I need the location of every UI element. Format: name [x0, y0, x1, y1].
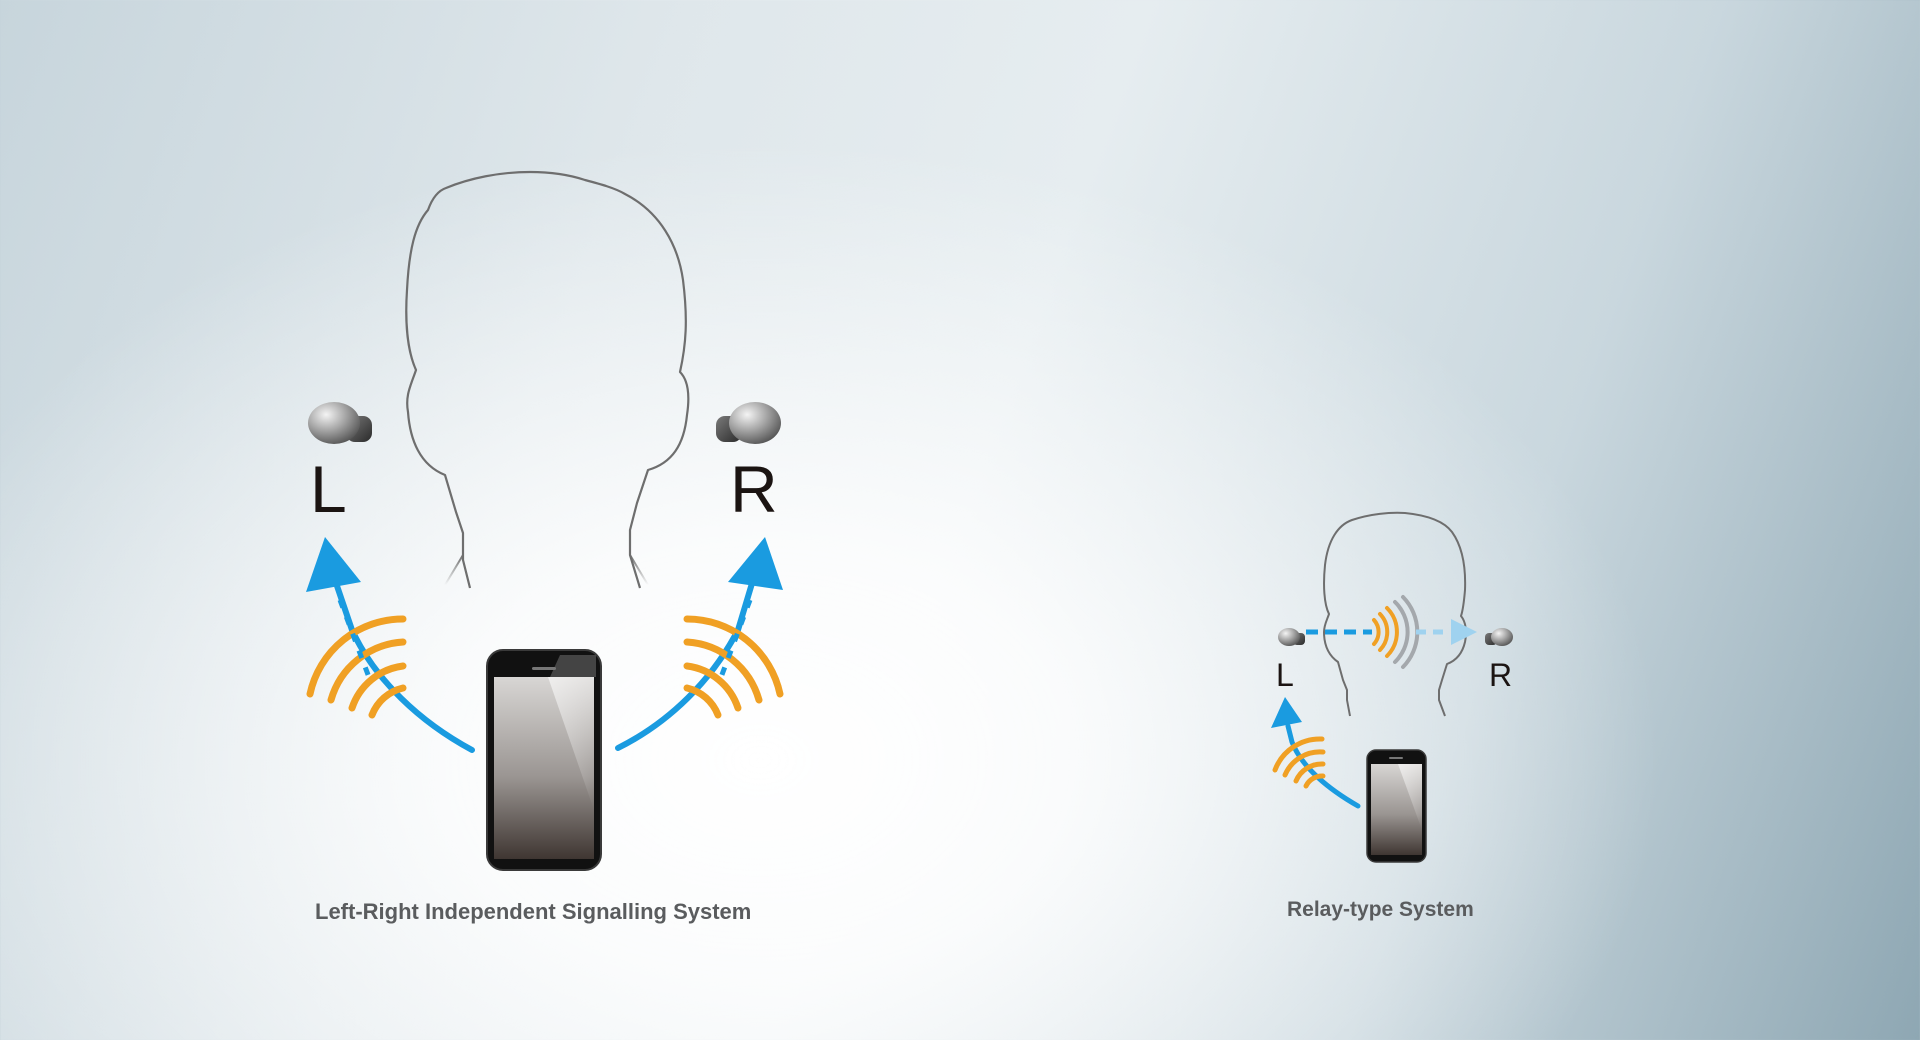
- relay-diagram: [1271, 511, 1513, 863]
- relay-right-channel-label: R: [1489, 657, 1513, 693]
- head-outline-icon: [405, 170, 690, 589]
- neck-right-icon: [629, 554, 649, 586]
- relay-left-channel-label: L: [1276, 657, 1294, 693]
- relay-wave-icon: [1372, 595, 1420, 669]
- head-outline-icon: [1323, 511, 1467, 717]
- independent-system-caption: Left-Right Independent Signalling System: [315, 899, 752, 924]
- wireless-wave-left-icon: [306, 615, 407, 719]
- smartphone-icon: [1366, 749, 1427, 863]
- arrow-dash-right: [717, 599, 753, 681]
- earbud-left-icon: [308, 402, 372, 444]
- wireless-wave-right-icon: [683, 615, 784, 719]
- arrow-to-left-icon: [1271, 697, 1361, 809]
- right-channel-label: R: [730, 452, 778, 526]
- neck-left-icon: [444, 554, 464, 586]
- wireless-wave-icon: [1272, 736, 1326, 789]
- earbud-left-icon: [1278, 628, 1305, 646]
- independent-diagram: [306, 170, 784, 871]
- earbud-right-icon: [1485, 628, 1513, 646]
- relay-system-caption: Relay-type System: [1287, 898, 1474, 921]
- smartphone-icon: [486, 649, 602, 871]
- left-channel-label: L: [310, 452, 347, 526]
- earbud-right-icon: [716, 402, 781, 444]
- arrow-dash-left: [337, 599, 373, 681]
- relay-arrowhead-icon: [1451, 619, 1477, 645]
